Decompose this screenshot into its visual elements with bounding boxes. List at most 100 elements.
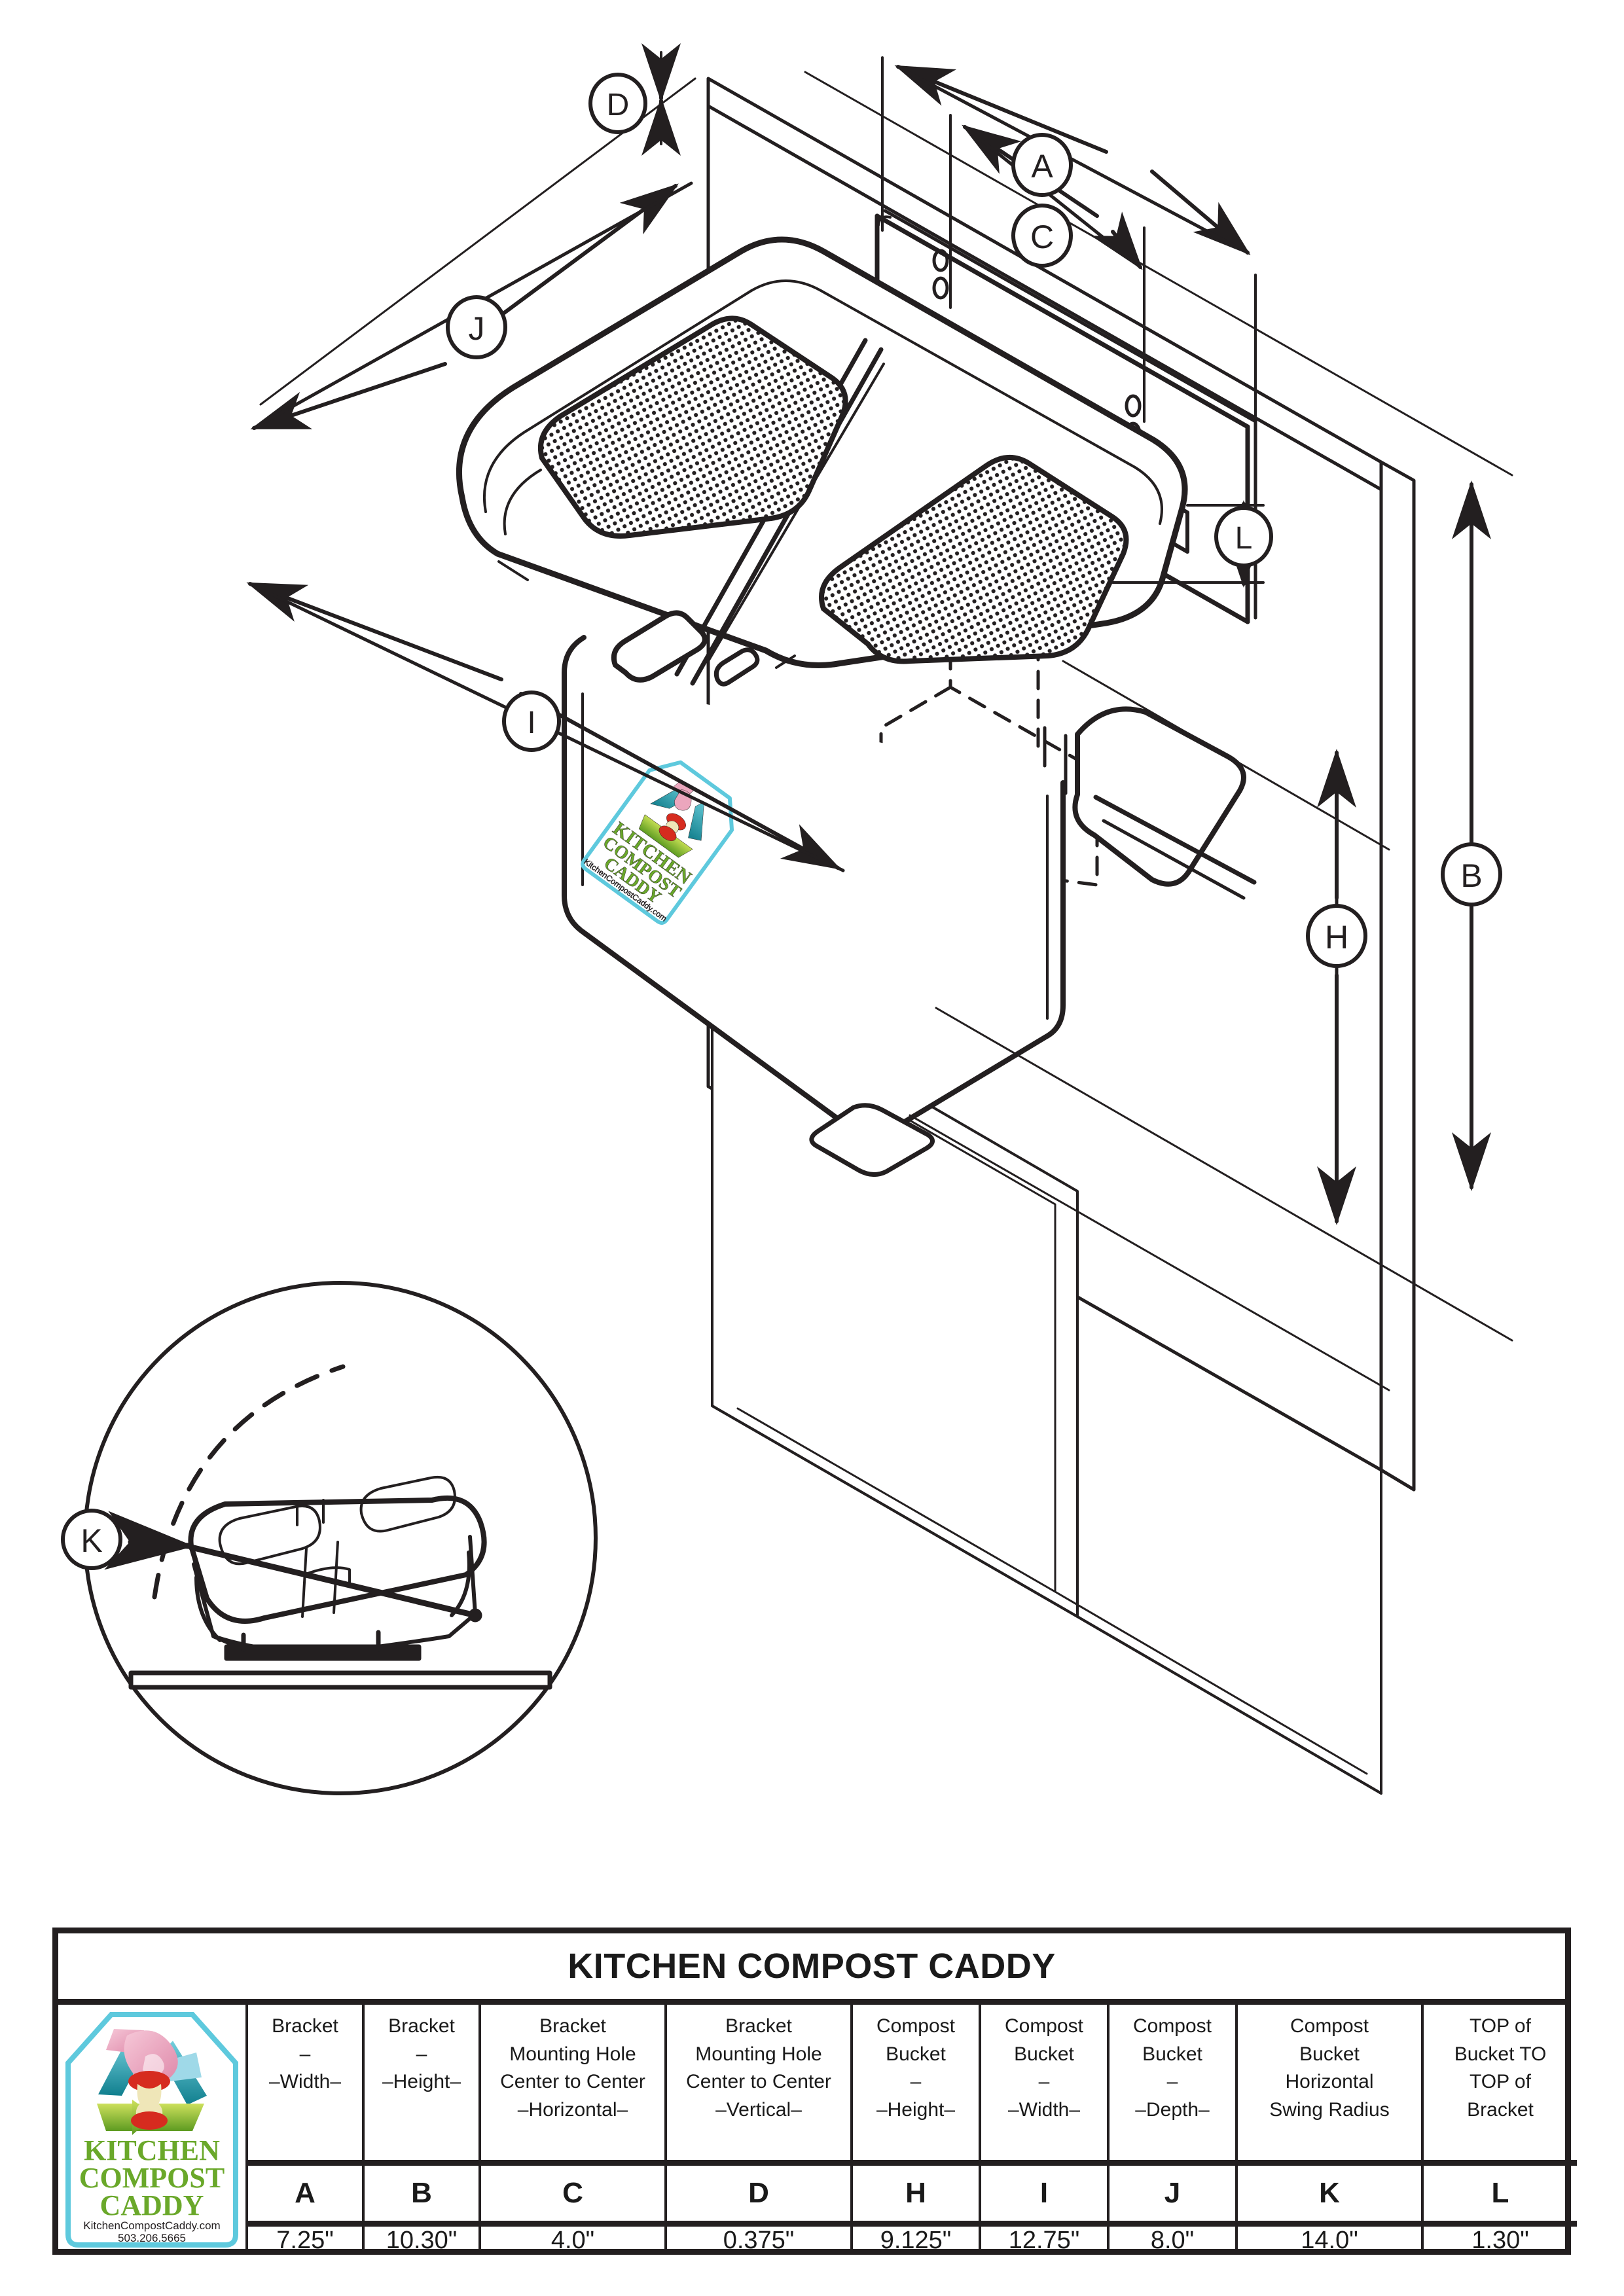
spec-description-line: –Height– — [876, 2098, 956, 2121]
spec-description-line: Bucket — [1299, 2043, 1360, 2065]
spec-description-line: Bucket — [1142, 2043, 1202, 2065]
lid-vent-panel-right — [819, 454, 1129, 664]
svg-text:J: J — [469, 310, 485, 347]
callout-H: H — [1306, 904, 1367, 968]
spec-description-line: Compost — [876, 2015, 956, 2037]
callout-B: B — [1441, 842, 1502, 906]
brand-logo-cell: KITCHEN COMPOST CADDY KitchenCompostCadd… — [58, 2005, 248, 2255]
spec-description-line: Mounting Hole — [509, 2043, 636, 2065]
spec-column-letter: K — [1238, 2160, 1421, 2227]
callout-bubbles: D A C J L I B — [446, 73, 1502, 968]
spec-description-line: – — [1166, 2071, 1178, 2093]
spec-column-description: Bracket––Width– — [248, 2005, 362, 2160]
logo-phone: 503.206.5665 — [118, 2232, 186, 2244]
spec-column-value: 10.30" — [386, 2227, 458, 2254]
detail-view-K: K — [61, 1281, 598, 1795]
spec-description-line: Bracket — [725, 2015, 792, 2037]
spec-column-value: 8.0" — [1150, 2227, 1195, 2254]
logo-line-2: COMPOST — [79, 2162, 225, 2194]
svg-text:I: I — [527, 706, 535, 740]
spec-column-letter: J — [1110, 2160, 1235, 2227]
callout-L: L — [1214, 506, 1273, 567]
spec-description-line: Swing Radius — [1269, 2098, 1390, 2121]
spec-description-line: – — [1038, 2071, 1050, 2093]
lid-vent-panel-left — [537, 315, 848, 539]
spec-description-line: Horizontal — [1285, 2071, 1374, 2093]
spec-column-letter: A — [248, 2160, 362, 2227]
spec-column-letter: H — [853, 2160, 979, 2227]
spec-description-line: Bucket TO — [1454, 2043, 1547, 2065]
spec-description-line: Center to Center — [686, 2071, 831, 2093]
spec-table-title: KITCHEN COMPOST CADDY — [568, 1946, 1056, 1986]
svg-text:C: C — [1030, 219, 1054, 255]
spec-column-letter: B — [365, 2160, 478, 2227]
spec-column-letter: L — [1424, 2160, 1577, 2227]
svg-text:B: B — [1460, 857, 1482, 894]
spec-description-line: – — [910, 2071, 922, 2093]
callout-I: I — [502, 691, 561, 752]
svg-text:A: A — [1031, 148, 1053, 185]
svg-text:L: L — [1235, 521, 1253, 556]
callout-K: K — [61, 1509, 122, 1570]
spec-description-line: Bucket — [1014, 2043, 1074, 2065]
spec-description-line: Compost — [1132, 2015, 1212, 2037]
callout-C: C — [1011, 204, 1073, 268]
lid-handle-opening — [611, 610, 708, 683]
spec-description-line: TOP of — [1470, 2071, 1531, 2093]
spec-description-line: Center to Center — [500, 2071, 645, 2093]
callout-J: J — [446, 295, 507, 359]
spec-description-line: Bucket — [886, 2043, 946, 2065]
spec-column-value: 12.75" — [1008, 2227, 1080, 2254]
spec-column-description: Bracket – –Height– — [365, 2005, 478, 2160]
isometric-assembly-drawing: KITCHEN COMPOST CADDY KitchenCompostCadd… — [61, 43, 1513, 1795]
product-label-on-bucket: KITCHEN COMPOST CADDY KitchenCompostCadd… — [581, 760, 734, 925]
spec-description-line: Bracket — [388, 2015, 455, 2037]
spec-column-value: 1.30" — [1471, 2227, 1529, 2254]
callout-A: A — [1011, 133, 1073, 197]
spec-description-line: – — [299, 2043, 311, 2065]
spec-description-line: Bracket — [1467, 2098, 1534, 2121]
spec-column-value: 7.25" — [276, 2227, 334, 2254]
spec-column-letter: C — [481, 2160, 664, 2227]
spec-description-line: –Horizontal– — [517, 2098, 628, 2121]
spec-column-value: 0.375" — [723, 2227, 795, 2254]
logo-line-1: KITCHEN — [84, 2134, 220, 2166]
spec-description-line: – — [416, 2043, 427, 2065]
spec-description-line: Compost — [1290, 2015, 1369, 2037]
apple-core-bottom — [131, 2111, 168, 2130]
svg-text:K: K — [81, 1522, 102, 1559]
spec-description-line: TOP of — [1470, 2015, 1531, 2037]
logo-line-3: CADDY — [100, 2189, 204, 2221]
spec-column-description: TOP of Bucket TO TOP of Bracket — [1424, 2005, 1577, 2160]
spec-description-line: –Height– — [382, 2071, 461, 2093]
spec-description-line: Mounting Hole — [695, 2043, 822, 2065]
svg-text:D: D — [607, 88, 630, 122]
bucket-support-arm — [1072, 706, 1257, 900]
spec-description-line: –Width– — [268, 2071, 342, 2093]
spec-description-line: –Vertical– — [715, 2098, 802, 2121]
kitchen-compost-caddy-logo: KITCHEN COMPOST CADDY KitchenCompostCadd… — [65, 2012, 238, 2248]
spec-description-line: –Depth– — [1135, 2098, 1210, 2121]
spec-column-value: 4.0" — [550, 2227, 595, 2254]
spec-description-line: Bracket — [539, 2015, 606, 2037]
spec-table-title-row: KITCHEN COMPOST CADDY — [58, 1933, 1565, 2005]
spec-description-line: –Width– — [1007, 2098, 1081, 2121]
logo-website: KitchenCompostCaddy.com — [83, 2219, 220, 2232]
spec-column-letter: D — [667, 2160, 850, 2227]
